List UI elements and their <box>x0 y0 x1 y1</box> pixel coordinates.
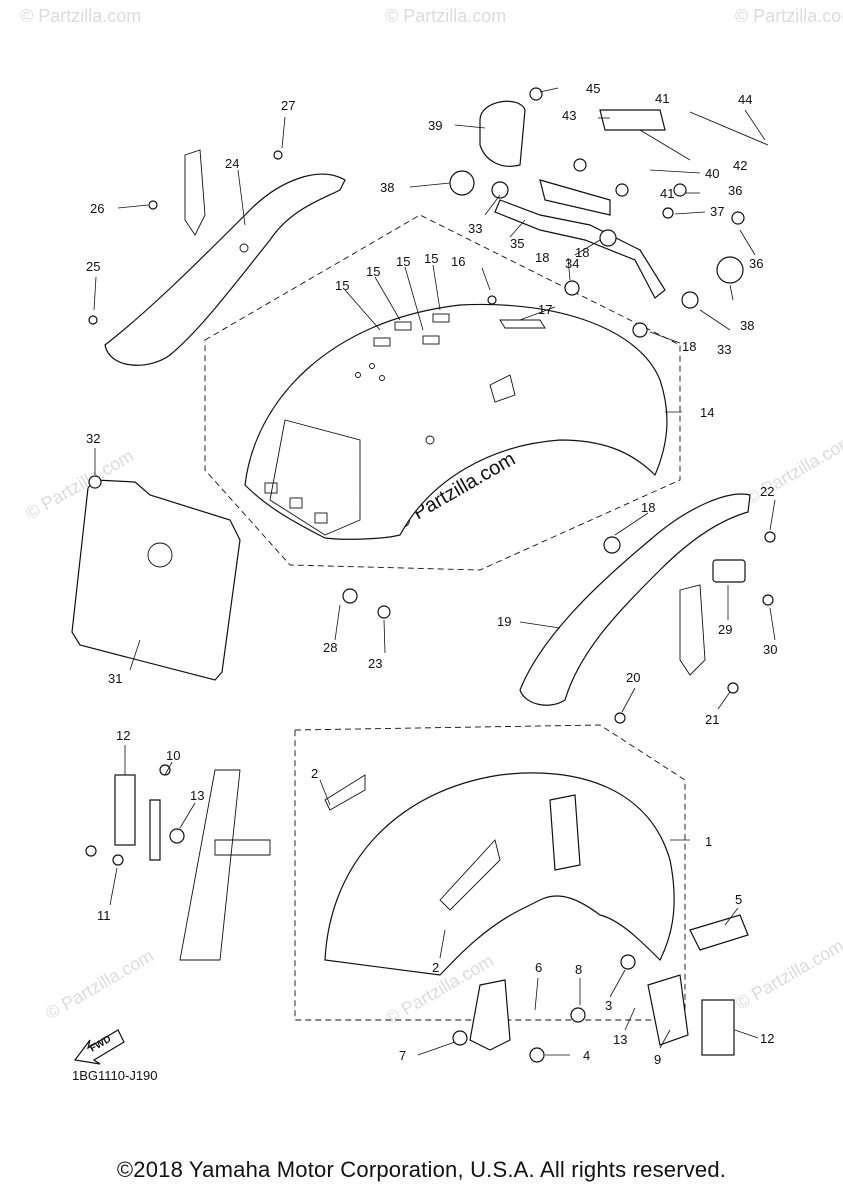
callout-30: 30 <box>763 642 777 657</box>
callout-9: 9 <box>654 1052 661 1067</box>
callout-12: 12 <box>116 728 130 743</box>
callout-16: 16 <box>451 254 465 269</box>
rear-fender-group-outline <box>204 214 681 571</box>
callout-36: 36 <box>749 256 763 271</box>
callout-41: 41 <box>660 186 674 201</box>
watermark: © Partzilla.com <box>735 6 843 26</box>
callout-1: 1 <box>705 834 712 849</box>
callout-15: 15 <box>335 278 349 293</box>
grab-bar-right <box>519 493 751 706</box>
callout-38: 38 <box>380 180 394 195</box>
callout-33: 33 <box>468 221 482 236</box>
front-fork <box>114 769 271 961</box>
forward-arrow-icon: FWD <box>73 1029 125 1065</box>
callout-37: 37 <box>710 204 724 219</box>
callout-5: 5 <box>735 892 742 907</box>
callout-25: 25 <box>86 259 100 274</box>
callout-7: 7 <box>399 1048 406 1063</box>
callout-31: 31 <box>108 671 122 686</box>
callout-8: 8 <box>575 962 582 977</box>
taillight-bracket <box>449 100 769 309</box>
callout-35: 35 <box>510 236 524 251</box>
callout-22: 22 <box>760 484 774 499</box>
callout-18: 18 <box>682 339 696 354</box>
callout-23: 23 <box>368 656 382 671</box>
callout-13: 13 <box>190 788 204 803</box>
rear-fender <box>244 303 668 540</box>
callout-18: 18 <box>535 250 549 265</box>
watermark: © Partzilla.com <box>732 935 843 1013</box>
watermark: © Partzilla.com <box>742 430 843 508</box>
callout-11: 11 <box>97 908 111 923</box>
callout-13: 13 <box>613 1032 627 1047</box>
callout-21: 21 <box>705 712 719 727</box>
callout-43: 43 <box>562 108 576 123</box>
callout-17: 17 <box>538 302 552 317</box>
callout-4: 4 <box>583 1048 590 1063</box>
callout-32: 32 <box>86 431 100 446</box>
watermark: © Partzilla.com <box>42 945 157 1023</box>
callout-24: 24 <box>225 156 239 171</box>
callout-15: 15 <box>424 251 438 266</box>
drawing-code: 1BG1110-J190 <box>72 1068 158 1083</box>
rear-fender-flap <box>71 479 241 681</box>
callout-42: 42 <box>733 158 747 173</box>
callout-12: 12 <box>760 1031 774 1046</box>
callout-18: 18 <box>641 500 655 515</box>
callout-36: 36 <box>728 183 742 198</box>
watermark: © Partzilla.com <box>20 6 141 26</box>
callout-27: 27 <box>281 98 295 113</box>
fasteners <box>85 87 776 866</box>
callout-29: 29 <box>718 622 732 637</box>
front-fender-group-outline <box>294 724 686 1021</box>
callout-10: 10 <box>166 748 180 763</box>
callout-19: 19 <box>497 614 511 629</box>
callout-40: 40 <box>705 166 719 181</box>
callout-45: 45 <box>586 81 600 96</box>
callout-15: 15 <box>396 254 410 269</box>
grab-bar-left <box>104 173 346 366</box>
callout-2: 2 <box>311 766 318 781</box>
callout-38: 38 <box>740 318 754 333</box>
callout-44: 44 <box>738 92 752 107</box>
callout-18: 18 <box>575 245 589 260</box>
front-fender <box>324 772 749 976</box>
callout-33: 33 <box>717 342 731 357</box>
callout-26: 26 <box>90 201 104 216</box>
callout-34: 34 <box>565 256 579 271</box>
callout-39: 39 <box>428 118 442 133</box>
callout-2: 2 <box>432 960 439 975</box>
callout-14: 14 <box>700 405 714 420</box>
callout-labels: 1 2 2 3 4 5 6 7 8 9 10 11 12 12 13 13 14… <box>86 81 777 1067</box>
callout-41: 41 <box>655 91 669 106</box>
callout-28: 28 <box>323 640 337 655</box>
copyright-notice: ©2018 Yamaha Motor Corporation, U.S.A. A… <box>116 1157 727 1182</box>
leader-lines <box>93 87 776 1056</box>
callout-3: 3 <box>605 998 612 1013</box>
callout-15: 15 <box>366 264 380 279</box>
fender-brackets-right <box>452 954 735 1063</box>
callout-20: 20 <box>626 670 640 685</box>
watermark: © Partzilla.com <box>385 6 506 26</box>
callout-6: 6 <box>535 960 542 975</box>
